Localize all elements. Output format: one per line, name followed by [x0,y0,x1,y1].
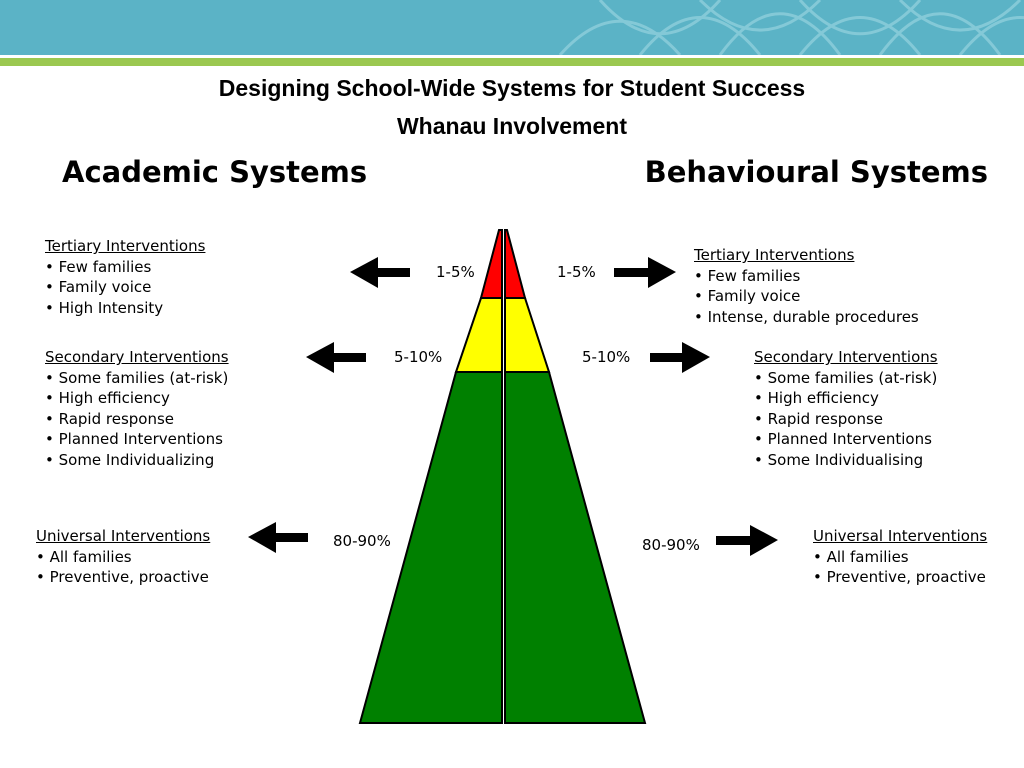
list-item: • Some Individualising [754,450,924,469]
behavioural-tertiary-title: Tertiary Interventions [694,246,855,264]
header-banner [0,0,1024,55]
list-item: • Few families [45,257,152,276]
list-item: • Planned Interventions [754,430,932,449]
list-item: • Planned Interventions [45,430,223,449]
behavioural-secondary-percent: 5-10% [582,348,631,366]
academic-tertiary-block: Tertiary Interventions • Few families • … [45,236,205,318]
behavioural-secondary-block: Secondary Interventions • Some families … [754,347,938,471]
list-item: • Few families [694,266,801,285]
behavioural-universal-block: Universal Interventions • All families •… [813,526,987,588]
list-item: • Family voice [45,278,152,297]
behavioural-secondary-arrow [650,342,710,373]
behavioural-tertiary-tier [504,229,527,299]
list-item: • Some families (at-risk) [754,368,938,387]
academic-secondary-percent: 5-10% [394,348,443,366]
academic-tertiary-percent: 1-5% [436,263,475,281]
behavioural-universal-title: Universal Interventions [813,527,988,545]
behavioural-systems-heading: Behavioural Systems [644,155,988,189]
behavioural-tertiary-block: Tertiary Interventions • Few families • … [694,245,919,327]
list-item: • All families [36,547,132,566]
slide-subtitle: Whanau Involvement [396,113,628,139]
behavioural-universal-percent: 80-90% [642,536,700,554]
academic-secondary-block: Secondary Interventions • Some families … [45,347,229,471]
slide-title: Designing School-Wide Systems for Studen… [218,75,806,101]
academic-tertiary-tier [479,229,503,299]
list-item: • High Intensity [45,298,164,317]
list-item: • Intense, durable procedures [694,307,919,326]
list-item: • Some families (at-risk) [45,368,229,387]
academic-universal-title: Universal Interventions [36,527,211,545]
academic-tertiary-arrow [350,257,410,288]
list-item: • High efficiency [45,389,170,408]
academic-secondary-arrow [306,342,366,373]
academic-universal-percent: 80-90% [333,532,391,550]
accent-line [0,58,1024,66]
behavioural-secondary-title: Secondary Interventions [754,348,938,366]
behavioural-tertiary-arrow [614,257,676,288]
banner-pattern [558,0,1024,55]
academic-tertiary-title: Tertiary Interventions [45,237,206,255]
behavioural-universal-tier [504,371,647,724]
academic-systems-heading: Academic Systems [62,155,368,189]
list-item: • Family voice [694,287,801,306]
behavioural-secondary-tier [504,297,551,373]
academic-secondary-tier [454,297,503,373]
list-item: • Preventive, proactive [813,568,986,587]
list-item: • Some Individualizing [45,450,215,469]
list-item: • All families [813,547,909,566]
behavioural-tertiary-percent: 1-5% [557,263,596,281]
divider-line [0,55,1024,58]
list-item: • High efficiency [754,389,879,408]
academic-secondary-title: Secondary Interventions [45,348,229,366]
list-item: • Rapid response [754,409,884,428]
academic-universal-arrow [248,522,308,553]
list-item: • Rapid response [45,409,175,428]
academic-universal-block: Universal Interventions • All families •… [36,526,210,588]
behavioural-universal-arrow [716,525,778,556]
list-item: • Preventive, proactive [36,568,209,587]
